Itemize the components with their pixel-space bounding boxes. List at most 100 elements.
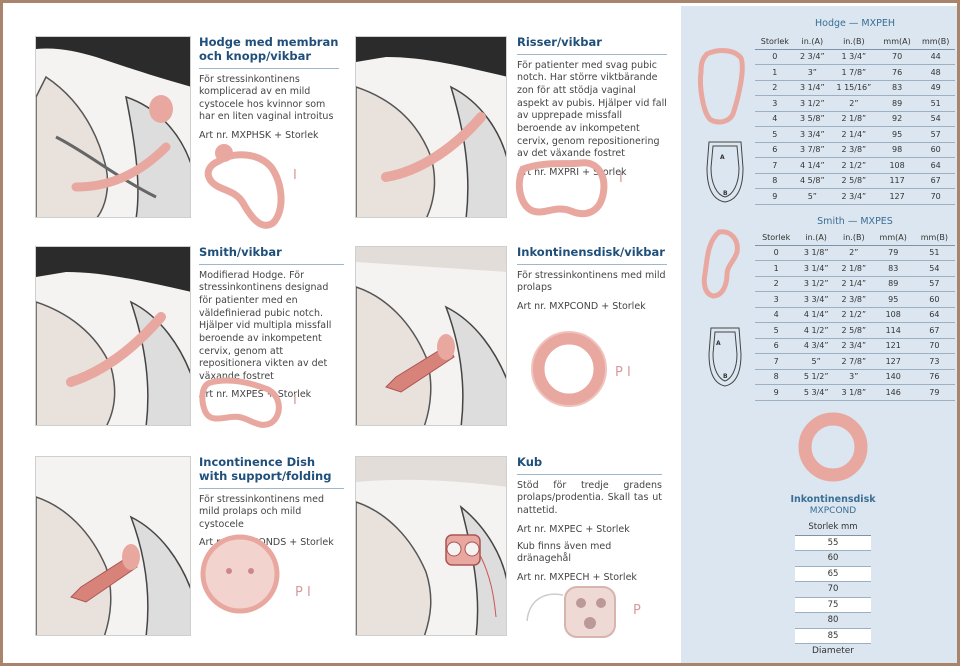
- table-cell: 0: [755, 49, 795, 65]
- table-row: 70: [795, 581, 871, 598]
- product-title: Inkontinensdisk/vikbar: [517, 245, 665, 259]
- table-cell: 108: [872, 307, 914, 323]
- table-cell: 5 1/2”: [797, 369, 835, 385]
- table-cell: 65: [795, 566, 871, 582]
- smith-dimension-diagram: [703, 324, 747, 394]
- hodge-pessary-shape-image: [695, 46, 747, 130]
- size-indicator: P I: [615, 365, 631, 380]
- divider: [517, 473, 662, 475]
- table-cell: 127: [877, 188, 917, 205]
- hodge-dimension-diagram: [703, 138, 747, 210]
- table-cell: 2 1/8”: [834, 260, 873, 277]
- product-title: Hodge med membran och knopp/vikbar: [199, 35, 339, 63]
- table-cell: 8: [755, 369, 798, 385]
- table-cell: 3: [755, 291, 798, 308]
- pessary-disk-image: [529, 328, 609, 414]
- table-cell: 95: [877, 126, 917, 143]
- table-cell: 60: [913, 291, 955, 308]
- size-indicator: P: [633, 603, 641, 618]
- table-cell: 83: [872, 260, 914, 277]
- table-cell: 3 1/8”: [797, 245, 835, 261]
- table-cell: 4: [755, 307, 798, 323]
- table-cell: 2 7/8”: [834, 353, 873, 370]
- pessary-cube-image: [523, 581, 629, 649]
- table-cell: 5”: [797, 353, 835, 370]
- table-cell: 48: [916, 64, 955, 81]
- divider: [199, 263, 344, 265]
- table-cell: 2 3/4”: [834, 338, 873, 354]
- table-cell: 60: [795, 550, 871, 567]
- table-cell: 57: [916, 126, 955, 143]
- article-number: Art nr. MXPCONDS + Storlek: [199, 537, 334, 549]
- disk-table-subtitle: MXPCOND: [809, 506, 857, 516]
- table-cell: 70: [877, 49, 917, 65]
- table-cell: 3 1/2”: [794, 95, 830, 112]
- table-cell: 2 1/4”: [829, 126, 878, 143]
- table-cell: 3: [755, 95, 795, 112]
- table-cell: 4 3/4”: [797, 338, 835, 354]
- table-cell: 3 5/8”: [794, 111, 830, 127]
- size-indicator: P I: [295, 585, 311, 600]
- table-cell: 127: [872, 353, 914, 370]
- table-cell: 67: [916, 173, 955, 189]
- table-cell: 73: [913, 353, 955, 370]
- anatomy-illustration-incontinence-dish: [35, 456, 191, 636]
- column-header: Storlek: [755, 230, 798, 246]
- product-risser: Risser/vikbar För patienter med svag pub…: [517, 35, 667, 178]
- table-cell: 54: [913, 260, 955, 277]
- table-cell: 8: [755, 173, 795, 189]
- product-description: För stressinkontinens med mild prolaps: [517, 269, 666, 294]
- table-cell: 60: [916, 142, 955, 158]
- pessary-smith-image: [199, 373, 285, 437]
- table-cell: 54: [916, 111, 955, 127]
- table-cell: 4 1/4”: [797, 307, 835, 323]
- table-header-row: Storlek in.(A) in.(B) mm(A) mm(B): [755, 34, 955, 50]
- product-hodge: Hodge med membran och knopp/vikbar För s…: [199, 35, 339, 142]
- table-cell: 146: [872, 384, 914, 401]
- table-cell: 55: [795, 535, 871, 551]
- table-cell: 95: [872, 291, 914, 308]
- table-cell: 7: [755, 157, 795, 174]
- table-cell: 2 1/4”: [834, 276, 873, 292]
- table-row: 60: [795, 550, 871, 567]
- table-cell: 121: [872, 338, 914, 354]
- article-number: Art nr. MXPRI + Storlek: [517, 166, 627, 178]
- pessary-risser-image: [515, 155, 611, 229]
- smith-table-title: Smith — MXPES: [817, 216, 893, 227]
- dimension-label-a: A: [716, 340, 721, 347]
- table-cell: 2 3/4”: [794, 49, 830, 65]
- column-header: in.(B): [829, 34, 878, 50]
- article-number: Art nr. MXPHSK + Storlek: [199, 130, 319, 142]
- table-cell: 5”: [794, 188, 830, 205]
- table-cell: 51: [916, 95, 955, 112]
- table-cell: 80: [795, 612, 871, 629]
- column-header: in.(B): [834, 230, 873, 246]
- table-cell: 4 1/2”: [797, 322, 835, 339]
- smith-pessary-shape-image: [697, 226, 745, 306]
- size-chart-panel: Hodge — MXPEH A B Storlek in.(A) in.(B) …: [681, 6, 957, 663]
- product-description: För patienter med svag pubic notch. Har …: [517, 59, 667, 160]
- table-cell: 5 3/4”: [797, 384, 835, 401]
- table-cell: 76: [877, 64, 917, 81]
- anatomy-illustration-risser: [355, 36, 507, 218]
- table-cell: 85: [795, 628, 871, 644]
- table-cell: 70: [916, 188, 955, 205]
- table-cell: 1 7/8”: [829, 64, 878, 81]
- column-header: mm(B): [916, 34, 955, 50]
- table-cell: 1: [755, 260, 798, 277]
- table-cell: 1: [755, 64, 795, 81]
- dimension-label-a: A: [720, 154, 725, 161]
- dimension-label-b: B: [723, 190, 728, 197]
- table-cell: 70: [913, 338, 955, 354]
